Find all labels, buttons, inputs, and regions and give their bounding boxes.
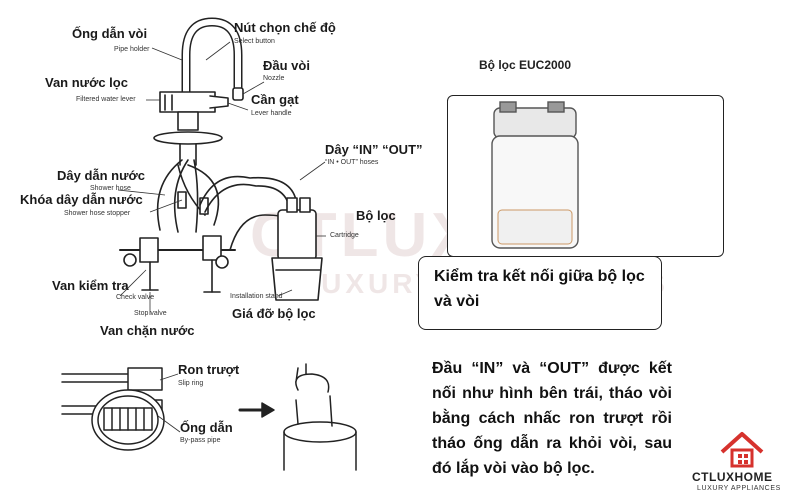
label-filter: Bộ lọc: [356, 208, 396, 223]
instruction-paragraph: Đầu “IN” và “OUT” được kết nối như hình …: [432, 360, 672, 477]
label-bypass-pipe: Ống dẫn: [180, 420, 233, 435]
label-installation-stand: Giá đỡ bộ lọc: [232, 306, 316, 321]
label-lever-handle-en: Lever handle: [251, 110, 292, 117]
label-filtered-water-lever-en: Filtered water lever: [76, 96, 136, 103]
label-shower-hose-en: Shower hose: [90, 185, 131, 192]
brand-name: CTLUXHOME: [692, 470, 773, 484]
label-shower-hose: Dây dẫn nước: [57, 168, 146, 183]
callout-box: [418, 256, 662, 330]
label-filtered-water-lever: Van nước lọc: [45, 75, 128, 90]
label-cartridge-en: Cartridge: [330, 232, 359, 239]
label-check-valve-en: Check valve: [116, 294, 155, 301]
label-shower-hose-stopper-en: Shower hose stopper: [64, 210, 131, 217]
filter-product-title: Bộ lọc EUC2000: [479, 58, 572, 72]
label-check-valve: Van kiểm tra: [52, 278, 129, 293]
brand-tagline: LUXURY APPLIANCES: [697, 485, 781, 492]
label-shower-hose-stopper: Khóa dây dẫn nước: [20, 192, 143, 207]
label-nozzle: Đầu vòi: [263, 58, 310, 73]
label-select-button-en: Select button: [234, 38, 275, 45]
label-pipe-holder: Ống dẫn vòi: [72, 26, 148, 41]
label-select-button: Nút chọn chế độ: [234, 20, 336, 35]
label-stop-valve-en: Stop valve: [134, 310, 167, 317]
label-nozzle-en: Nozzle: [263, 75, 285, 82]
label-bypass-pipe-en: By-pass pipe: [180, 437, 221, 444]
label-pipe-holder-en: Pipe holder: [114, 46, 150, 53]
label-stop-valve: Van chặn nước: [100, 323, 195, 338]
label-in-out-hoses-en: “IN • OUT” hoses: [325, 159, 379, 166]
label-slip-ring-en: Slip ring: [178, 380, 204, 387]
callout-text: Kiểm tra kết nối giữa bộ lọc và vòi: [434, 268, 645, 310]
label-lever-handle: Cần gạt: [251, 92, 299, 107]
label-in-out-hoses: Dây “IN” “OUT”: [325, 142, 423, 157]
label-slip-ring: Ron trượt: [178, 362, 240, 377]
label-installation-stand-en: Installation stand: [230, 293, 283, 300]
house-logo-icon: [720, 432, 764, 468]
